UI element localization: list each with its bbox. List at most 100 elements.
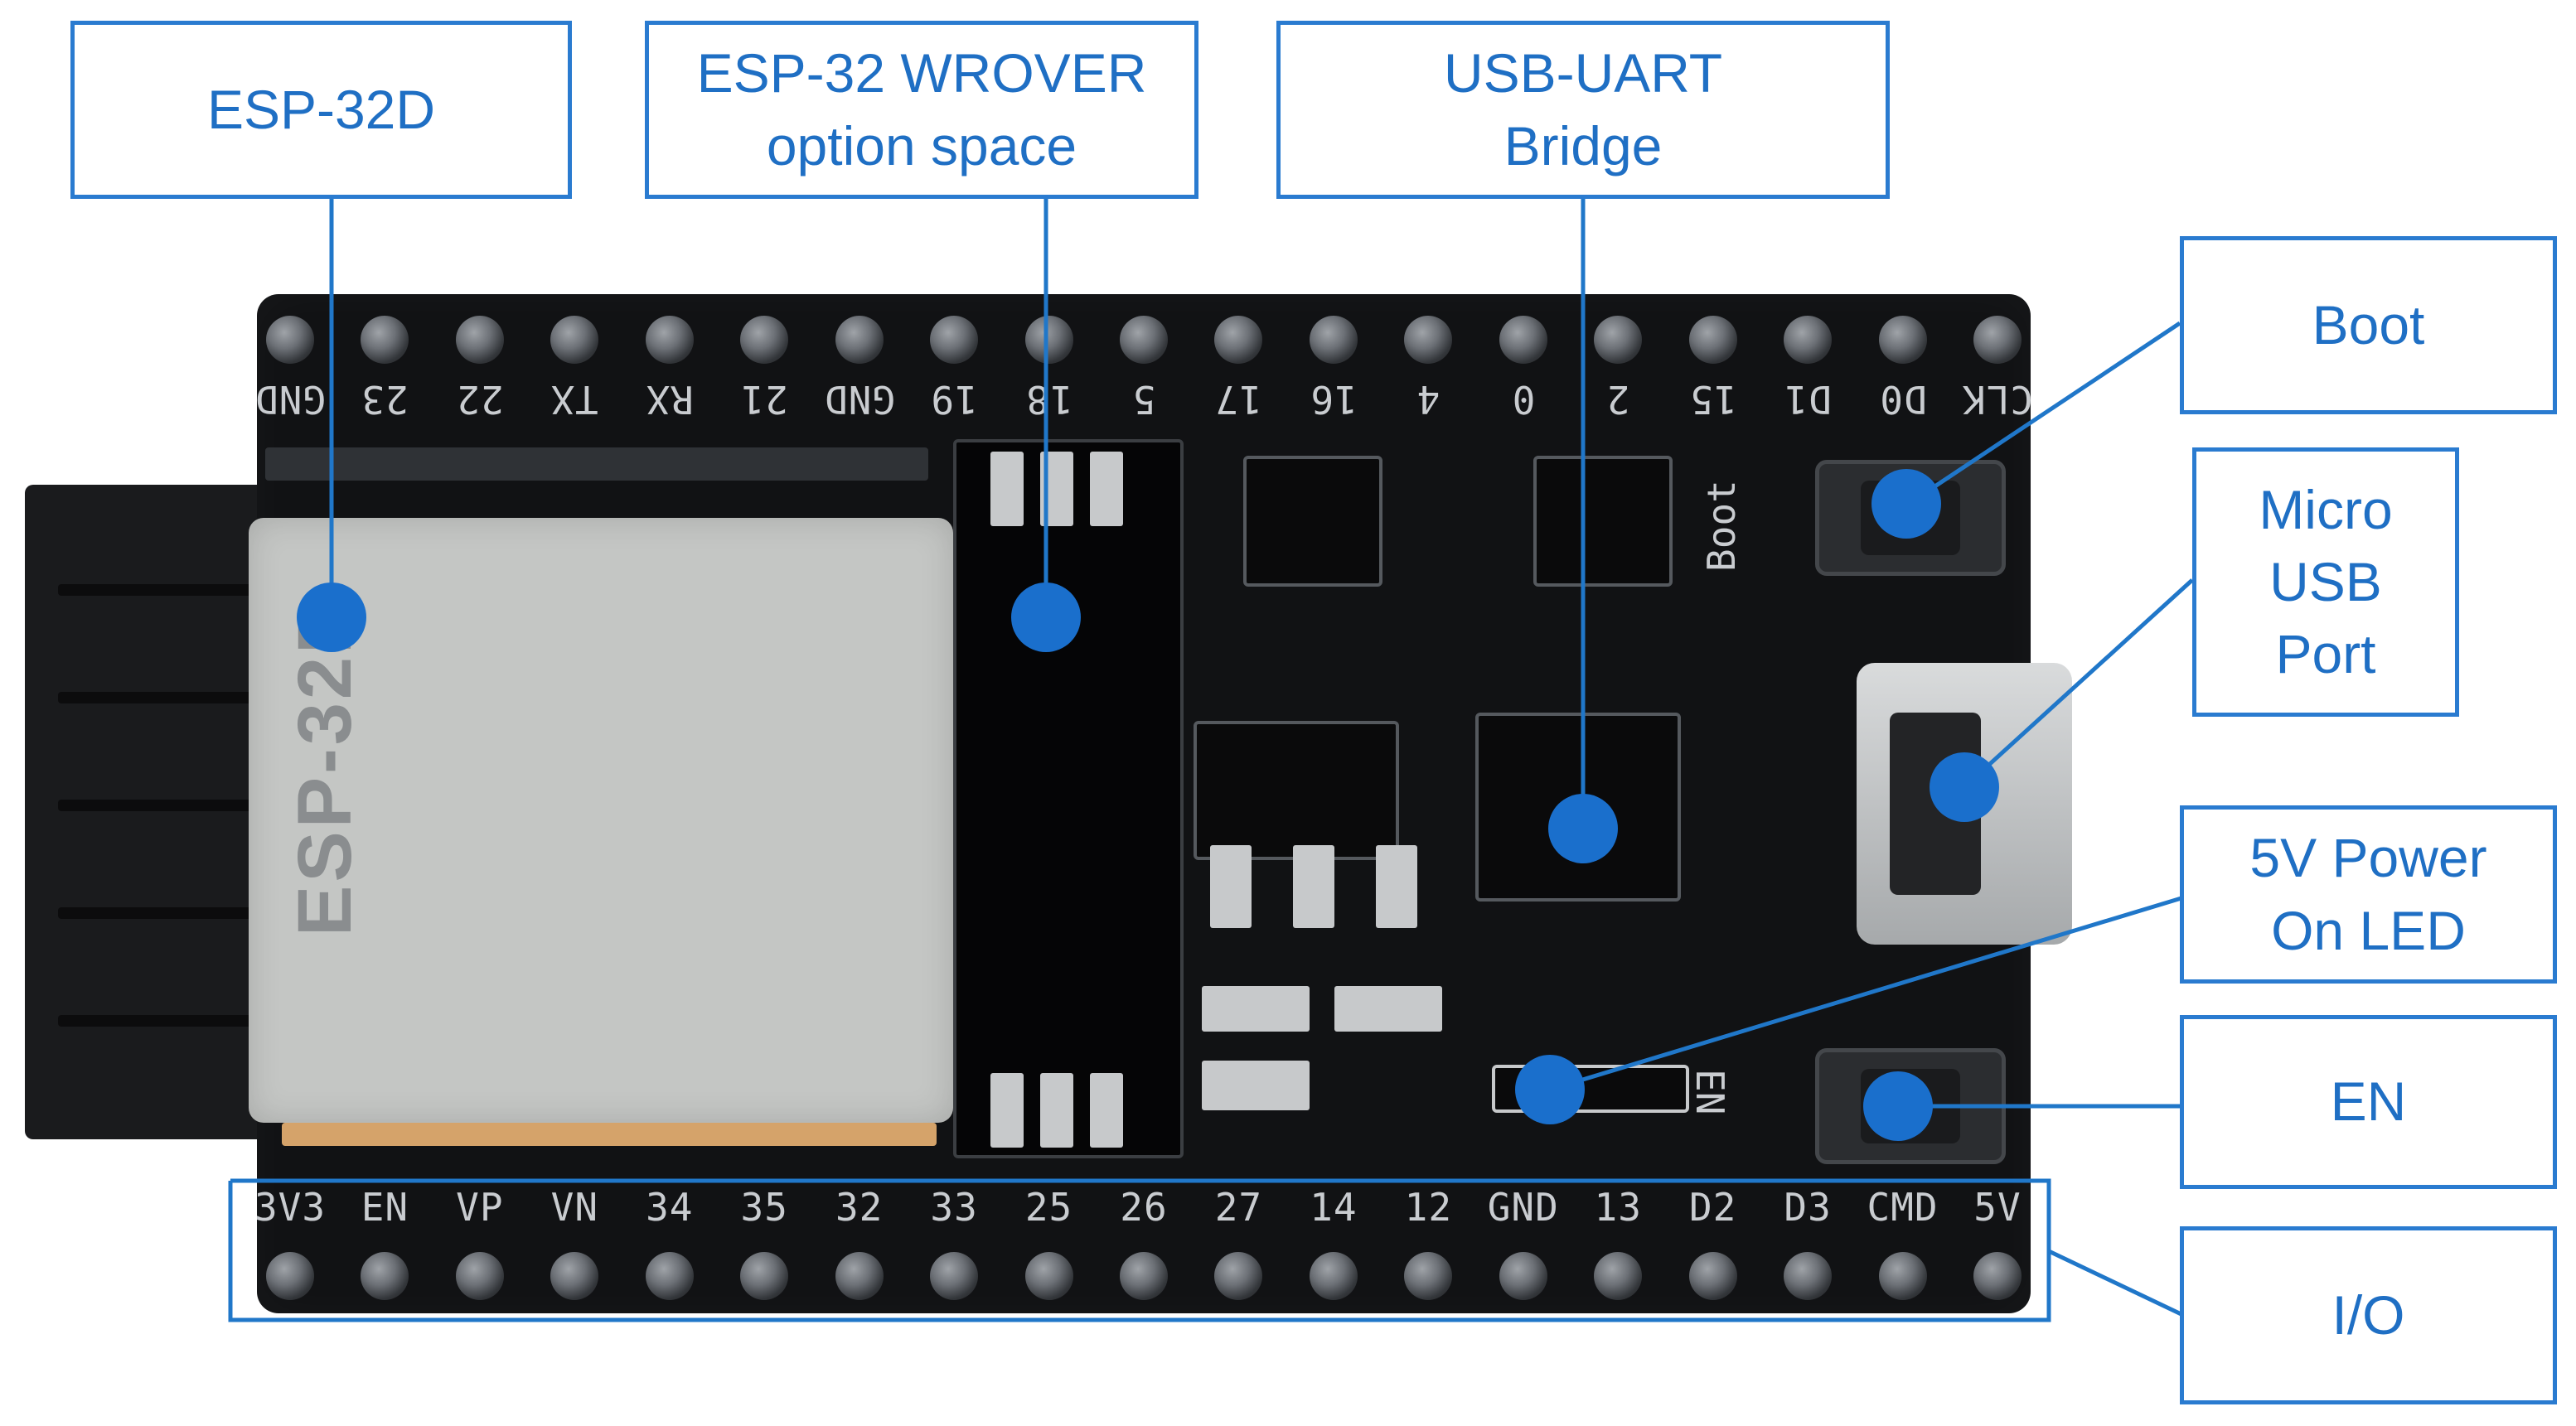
connector-groove [58, 800, 257, 811]
bottom-pin-hole [1688, 1252, 1737, 1300]
smd-pad [1040, 1073, 1073, 1148]
top-pin-hole [1024, 316, 1073, 364]
bottom-pin-hole [361, 1252, 409, 1300]
capacitor [1202, 1061, 1310, 1110]
bottom-pin-label: 12 [1404, 1185, 1453, 1230]
regulator-pin [1376, 845, 1417, 928]
top-pin-hole [1404, 316, 1453, 364]
leader-micro-usb [1963, 578, 2194, 789]
bottom-pin-hole [1878, 1252, 1927, 1300]
bottom-pin-hole [1594, 1252, 1643, 1300]
bottom-pin-hole [550, 1252, 599, 1300]
dot-boot [1871, 469, 1941, 539]
callout-en: EN [2180, 1015, 2557, 1189]
top-pin-hole [1120, 316, 1168, 364]
dot-micro-usb [1930, 752, 1999, 822]
bottom-pin-label: 5V [1973, 1185, 2022, 1230]
connector-groove [58, 584, 257, 596]
bottom-pin-label: 34 [646, 1185, 694, 1230]
io-bracket [228, 1178, 2051, 1322]
bottom-pin-label: GND [1487, 1185, 1559, 1230]
leader-power-led [1549, 892, 2193, 1092]
bottom-pin-label: 26 [1120, 1185, 1168, 1230]
bottom-pin-label: D2 [1688, 1185, 1737, 1230]
top-pin-hole [1973, 316, 2022, 364]
dot-power-led [1515, 1055, 1585, 1124]
top-pin-hole [930, 316, 979, 364]
bottom-pin-label: 3V3 [254, 1185, 327, 1230]
capacitor [1334, 986, 1442, 1032]
dot-esp32d [297, 582, 366, 652]
transistor [1533, 456, 1673, 587]
module-pads-bottom [282, 1123, 937, 1146]
top-pin-hole [1309, 316, 1358, 364]
smd-pad [1090, 452, 1123, 526]
top-pin-hole [550, 316, 599, 364]
smd-pad [990, 452, 1024, 526]
bottom-pin-label: 25 [1024, 1185, 1073, 1230]
leader-boot [1905, 321, 2181, 508]
bottom-pin-hole [1404, 1252, 1453, 1300]
top-pin-hole [1688, 316, 1737, 364]
bottom-pin-label: CMD [1867, 1185, 1939, 1230]
connector-groove [58, 907, 257, 919]
smd-pad [990, 1073, 1024, 1148]
bottom-pin-hole [835, 1252, 884, 1300]
top-pin-hole [1594, 316, 1643, 364]
bottom-pin-hole [930, 1252, 979, 1300]
bottom-pin-label: EN [361, 1185, 409, 1230]
bottom-pin-hole [266, 1252, 314, 1300]
bottom-pin-hole [1214, 1252, 1263, 1300]
bottom-pin-hole [740, 1252, 789, 1300]
top-pin-hole [1499, 316, 1547, 364]
module-pads-top [265, 447, 928, 481]
callout-micro-usb-port: Micro USB Port [2192, 447, 2459, 717]
bottom-pin-hole [1309, 1252, 1358, 1300]
callout-boot: Boot [2180, 236, 2557, 414]
top-pin-hole [1878, 316, 1927, 364]
usb-connector-housing [25, 485, 286, 1139]
connector-groove [58, 1015, 257, 1027]
bottom-pin-label: 32 [835, 1185, 884, 1230]
bottom-pin-hole [1120, 1252, 1168, 1300]
wrover-option-area [953, 439, 1184, 1158]
bottom-pin-label: VN [550, 1185, 599, 1230]
top-pin-hole [1214, 316, 1263, 364]
leader-io [2047, 1249, 2190, 1320]
top-pin-hole [361, 316, 409, 364]
bottom-pin-label: 14 [1310, 1185, 1358, 1230]
top-pin-hole [740, 316, 789, 364]
top-pin-hole [266, 316, 314, 364]
top-pin-hole [645, 316, 694, 364]
capacitor [1202, 986, 1310, 1032]
bottom-pin-label: 33 [930, 1185, 978, 1230]
callout-wrover-option-space: ESP-32 WROVER option space [645, 21, 1198, 199]
bottom-pin-label: VP [456, 1185, 504, 1230]
dot-en [1863, 1071, 1933, 1141]
bottom-pin-hole [645, 1252, 694, 1300]
top-pin-hole [1784, 316, 1833, 364]
connector-groove [58, 692, 257, 703]
callout-usb-uart-bridge: USB-UART Bridge [1276, 21, 1890, 199]
bottom-pin-label: D3 [1784, 1185, 1832, 1230]
smd-pad [1090, 1073, 1123, 1148]
bottom-pin-hole [1024, 1252, 1073, 1300]
regulator-pin [1210, 845, 1252, 928]
bottom-pin-hole [1499, 1252, 1547, 1300]
bottom-pin-hole [455, 1252, 504, 1300]
callout-5v-power-on-led: 5V Power On LED [2180, 805, 2557, 984]
callout-esp32d: ESP-32D [70, 21, 572, 199]
bottom-pin-label: 35 [740, 1185, 788, 1230]
regulator-pin [1293, 845, 1334, 928]
bottom-pin-hole [1784, 1252, 1833, 1300]
dot-wrover [1011, 582, 1081, 652]
transistor [1243, 456, 1382, 587]
dot-usb-uart [1548, 794, 1618, 863]
top-pin-hole [835, 316, 884, 364]
callout-io: I/O [2180, 1226, 2557, 1404]
bottom-pin-hole [1973, 1252, 2022, 1300]
bottom-pin-label: 27 [1214, 1185, 1263, 1230]
top-pin-hole [455, 316, 504, 364]
